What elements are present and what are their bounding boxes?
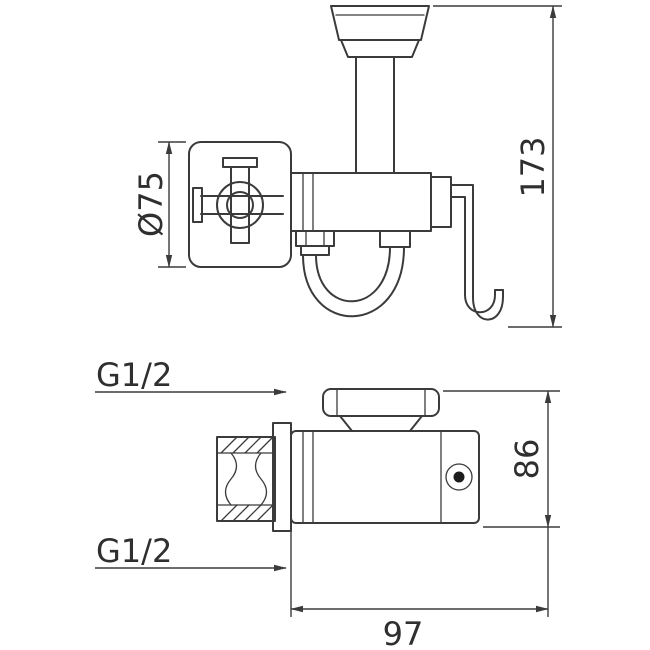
- dim-97-label: 97: [383, 615, 424, 650]
- plan-wall-plate: [272, 422, 292, 532]
- plan-knurled-nut: [216, 436, 276, 522]
- thread-top-label: G1/2: [96, 356, 172, 394]
- plan-holder-inner-lines: [336, 388, 426, 417]
- hose-outer-line: [302, 246, 405, 318]
- knurled-nut-outline: [216, 436, 276, 522]
- hook-outer-line: [450, 184, 504, 321]
- outlet-nut: [295, 230, 335, 247]
- hose-inner-line: [315, 246, 391, 303]
- valve-body-flange-lines: [302, 172, 314, 232]
- knurled-nut-band-lines: [216, 452, 276, 506]
- knurled-nut-wave-left: [224, 452, 238, 506]
- sprayer-holder-hook: [450, 184, 504, 321]
- plan-holder: [322, 388, 440, 432]
- sprayer-head-outline: [330, 5, 430, 41]
- outlet-collar: [300, 245, 330, 256]
- plan-holder-outline: [322, 388, 440, 417]
- dimension-body-length: 97: [290, 527, 549, 650]
- plan-body-outline: [290, 430, 480, 524]
- hose: [302, 230, 411, 318]
- dimension-overall-height: 173: [433, 5, 562, 328]
- valve-body-end-cap: [430, 176, 452, 228]
- hook-inner-line: [450, 196, 496, 314]
- plan-wall-plate-outline: [272, 422, 292, 532]
- thread-bottom-label: G1/2: [96, 532, 172, 570]
- hose-top-fitting: [379, 230, 411, 248]
- dimension-flange-diameter: Ø75: [132, 141, 186, 268]
- cross-handle-horizontal-arm: [200, 195, 284, 215]
- thread-callout-top: G1/2: [95, 356, 287, 396]
- plan-holder-shoulders: [339, 415, 423, 432]
- knurled-nut-wave-right: [254, 452, 268, 506]
- wall-plate-outline: [188, 141, 292, 268]
- outlet-fitting: [295, 230, 335, 256]
- dimension-body-height: 86: [443, 390, 560, 528]
- sprayer-head-collar: [340, 39, 420, 58]
- plan-valve-body: [290, 430, 480, 524]
- indicator-dot: [453, 471, 465, 483]
- outlet-nut-facets: [305, 230, 325, 247]
- knurled-nut-hatch-bottom: [220, 504, 274, 522]
- cross-handle-left-cap: [192, 187, 203, 223]
- wall-plate: [188, 141, 292, 268]
- plan-view: G1/2 G1/2 86 97: [95, 356, 560, 650]
- knurled-nut-hatch-top: [220, 436, 274, 454]
- cross-handle-vertical-arm: [230, 166, 250, 244]
- dim-86-label: 86: [508, 439, 546, 480]
- dim-75-label: Ø75: [132, 171, 170, 237]
- sprayer-head: [330, 5, 430, 58]
- valve-body: [290, 172, 452, 232]
- thread-callout-bottom: G1/2: [95, 532, 287, 572]
- front-elevation-view: 173 Ø75: [132, 5, 562, 328]
- dim-173-label: 173: [514, 136, 552, 197]
- valve-body-outline: [290, 172, 432, 232]
- cross-handle-hub-outer: [216, 181, 264, 229]
- cross-handle-hub-inner: [226, 191, 254, 219]
- cross-handle-top-cap: [222, 157, 258, 168]
- plan-body-flange-lines: [302, 430, 314, 524]
- sprayer-handle: [355, 56, 395, 174]
- plan-body-boss-circle: [445, 463, 473, 491]
- cross-handle: [192, 157, 284, 244]
